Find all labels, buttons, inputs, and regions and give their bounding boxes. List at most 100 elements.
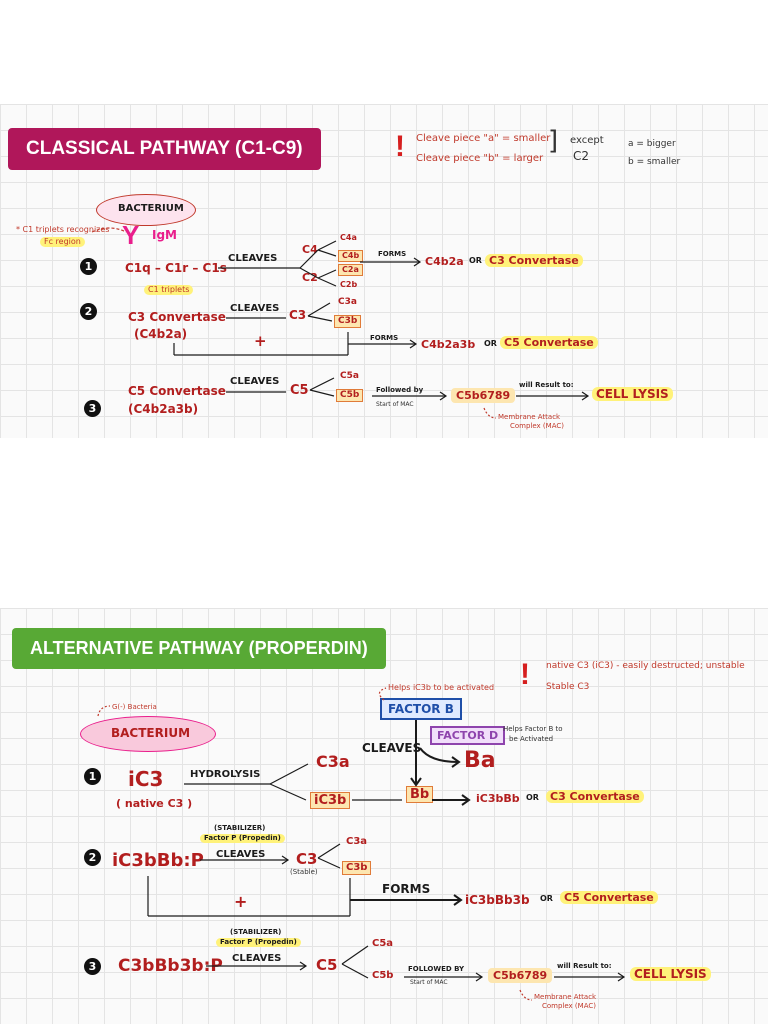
except-c2: C2 [573,149,590,163]
alt-cell-lysis-label: CELL LYSIS [630,967,711,981]
alt-step2-subject: iC3bBb:P [112,850,204,871]
classical-pathway-title: CLASSICAL PATHWAY (C1-C9) [8,128,321,170]
alt-mac-note-1: Membrane Attack [534,993,597,1001]
followed-by-label: Followed by [376,386,424,394]
alternative-pathway-sheet [0,608,768,1024]
bracket-icon: ] [548,126,559,156]
c4-label: C4 [302,243,318,256]
c5-convertase-label: C5 Convertase [500,336,598,349]
ba-label: Ba [464,748,496,773]
fc-region-note: Fc region [40,237,85,247]
cleaves-label-factor-b: CLEAVES [362,741,422,755]
stable-c3-note: Stable C3 [546,682,590,692]
c3a-label: C3a [338,297,357,307]
alt-c3-convertase-label: C3 Convertase [546,790,644,803]
alt-c5a-label: C5a [372,938,394,949]
step3-subject-paren: (C4b2a3b) [128,402,199,416]
alt-result-label: will Result to: [557,962,612,970]
factor-p-label-3: Factor P (Propedin) [216,938,301,947]
alt-cleaves-label-3: CLEAVES [232,953,282,964]
alt-c3a-label: C3a [316,752,350,771]
c1-chain: C1q – C1r – C1s [125,261,227,275]
igm-antibody-icon: Y [122,220,140,250]
gram-negative-note: G(-) Bacteria [112,703,157,711]
c5-label: C5 [290,383,309,398]
except-b: b = smaller [628,157,681,167]
c4b-box: C4b [338,250,364,262]
bb-box: Bb [406,786,434,803]
ic3-label: iC3 [128,767,164,791]
bacterium-ellipse [96,194,196,226]
mac-note-1: Membrane Attack [498,413,561,421]
bacterium-label: BACTERIUM [118,203,184,214]
native-c3-note: native C3 (iC3) - easily destructed; uns… [546,661,745,671]
alt-c5-label: C5 [316,956,338,974]
alt-plus-sign: + [234,892,248,911]
exclamation-icon: ! [395,130,405,163]
helps-factor-b-note-2: be Activated [509,735,554,743]
start-mac-note: Start of MAC [376,401,414,408]
c3-label: C3 [289,308,307,322]
triplet-note: * C1 triplets recognizes [16,225,110,234]
step2-subject-paren: (C4b2a) [134,327,188,341]
c5a-label: C5a [340,371,359,381]
product-ic3bbb3b: iC3bBb3b [465,893,530,907]
alt-c5b6789-complex: C5b6789 [488,968,553,983]
alt-step-3-number: 3 [84,958,101,975]
cleaves-label-1: CLEAVES [228,253,278,264]
alt-forms-label: FORMS [382,882,431,896]
or-label-1: OR [469,256,482,265]
factor-p-label-2: Factor P (Propedin) [200,834,285,843]
helps-factor-b-note-1: Helps Factor B to [503,725,563,733]
forms-label-1: FORMS [378,250,407,258]
alt-c5b-label: C5b [372,970,394,981]
alt-step-2-number: 2 [84,849,101,866]
product-ic3bbb: iC3bBb [476,792,520,805]
alt-followed-by-label: FOLLOWED BY [408,965,465,973]
ic3b-box: iC3b [310,792,351,809]
plus-sign-2: + [254,332,267,350]
step-1-number: 1 [80,258,97,275]
except-label: except [570,135,604,146]
or-label-2: OR [484,339,497,348]
alt-start-mac-note: Start of MAC [410,979,448,986]
alt-or-label-2: OR [540,894,553,903]
helps-ic3b-note: Helps iC3b to be activated [388,683,495,692]
alt-c5-convertase-label: C5 Convertase [560,891,658,904]
c5b-box: C5b [336,389,364,402]
result-label: will Result to: [519,381,574,389]
alt-c3a-label-2: C3a [346,836,368,847]
cleaves-label-3: CLEAVES [230,376,280,387]
product-c4b2a3b: C4b2a3b [421,338,476,351]
alt-c3b-box: C3b [342,861,372,875]
product-c4b2a: C4b2a [425,255,464,268]
mac-note-2: Complex (MAC) [510,422,564,430]
stable-label: (Stable) [290,868,318,876]
alt-c3-label: C3 [296,850,318,868]
cleave-note-b: Cleave piece "b" = larger [416,153,544,164]
c3b-box: C3b [334,315,362,328]
stabilizer-label-2: (STABILIZER) [214,824,266,832]
c2a-box: C2a [338,264,363,276]
c1-triplets-note: C1 triplets [144,285,194,295]
bacterium-ellipse-2 [80,716,216,752]
c2-label: C2 [302,271,318,284]
c4a-label: C4a [340,233,357,242]
cell-lysis-label: CELL LYSIS [592,387,673,401]
c2b-label: C2b [340,280,358,289]
step3-subject: C5 Convertase [128,384,226,398]
alt-mac-note-2: Complex (MAC) [542,1002,596,1010]
step-2-number: 2 [80,303,97,320]
alternative-pathway-title: ALTERNATIVE PATHWAY (PROPERDIN) [12,628,386,669]
factor-d-box: FACTOR D [430,726,506,745]
cleaves-label-2: CLEAVES [230,303,280,314]
exclamation-icon-2: ! [520,658,530,691]
igm-label: IgM [152,228,177,242]
forms-label-2: FORMS [370,334,399,342]
c5b6789-complex: C5b6789 [451,388,516,403]
alt-step-1-number: 1 [84,768,101,785]
native-c3-label: ( native C3 ) [116,797,193,810]
alt-cleaves-label-2: CLEAVES [216,849,266,860]
